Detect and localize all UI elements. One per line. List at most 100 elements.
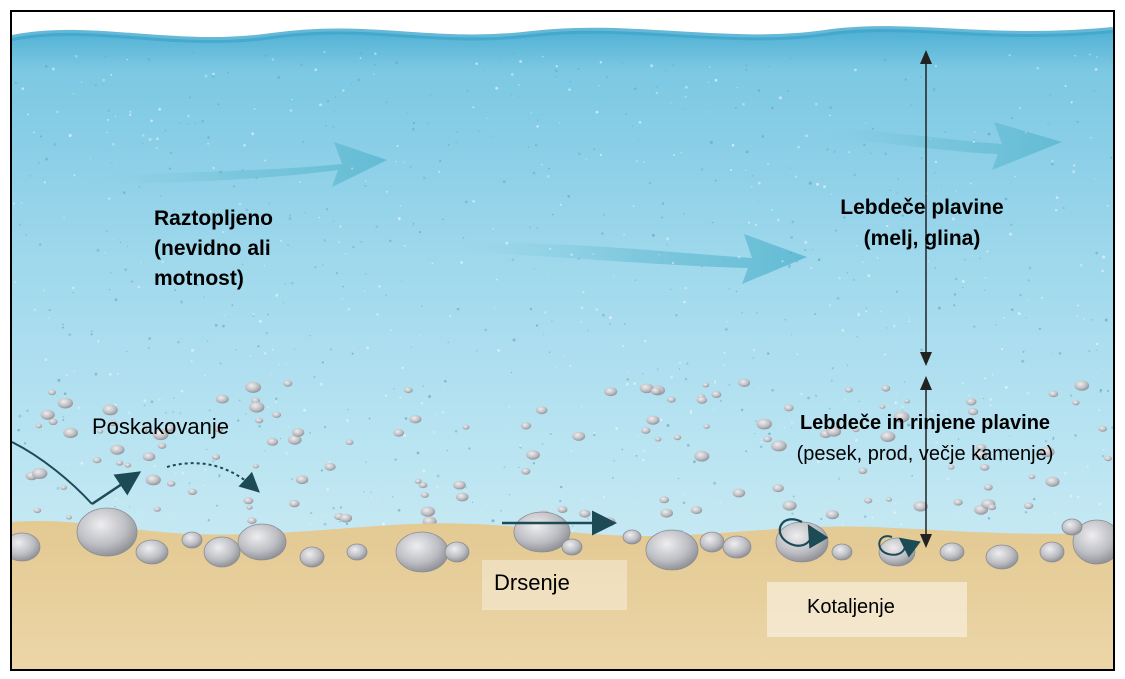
particle: [363, 491, 365, 493]
particle: [909, 318, 910, 319]
particle: [264, 352, 267, 355]
particle: [433, 432, 435, 434]
particle: [27, 114, 29, 116]
particle: [175, 473, 176, 474]
particle: [729, 288, 730, 289]
particle: [853, 174, 856, 177]
particle: [636, 455, 638, 457]
particle: [602, 518, 603, 519]
particle: [289, 214, 291, 216]
particle: [126, 351, 127, 352]
particle: [358, 79, 360, 81]
particle: [637, 435, 638, 436]
particle: [642, 373, 643, 374]
particle: [831, 380, 833, 382]
particle: [681, 152, 682, 153]
particle: [880, 311, 881, 312]
particle: [767, 66, 768, 67]
stone: [700, 532, 724, 552]
particle: [258, 425, 260, 427]
particle: [675, 314, 677, 316]
particle: [129, 111, 131, 113]
particle: [160, 195, 162, 197]
particle: [326, 208, 328, 210]
gravel: [58, 398, 73, 409]
particle: [833, 151, 835, 153]
particle: [203, 296, 205, 298]
particle: [762, 135, 765, 138]
particle: [129, 114, 131, 116]
particle: [413, 224, 415, 226]
particle: [757, 497, 759, 499]
particle: [791, 512, 793, 514]
particle: [486, 118, 487, 119]
particle: [484, 329, 487, 332]
particle: [1090, 137, 1092, 139]
particle: [1095, 252, 1098, 255]
particle: [189, 482, 191, 484]
particle: [310, 523, 311, 524]
particle: [385, 101, 387, 103]
particle: [516, 496, 517, 497]
particle: [266, 332, 268, 334]
particle: [954, 293, 957, 296]
particle: [321, 469, 323, 471]
particle: [94, 373, 97, 376]
gravel: [674, 435, 682, 440]
particle: [1019, 107, 1021, 109]
particle: [90, 158, 91, 159]
particle: [407, 112, 408, 113]
particle: [44, 181, 46, 183]
stone: [1040, 542, 1064, 562]
particle: [110, 74, 112, 76]
particle: [177, 341, 179, 343]
particle: [841, 329, 844, 332]
particle: [785, 319, 787, 321]
particle: [714, 380, 716, 382]
particle: [401, 367, 403, 369]
particle: [735, 107, 737, 109]
particle: [126, 59, 128, 61]
particle: [45, 456, 47, 458]
particle: [181, 390, 183, 392]
particle: [62, 326, 64, 328]
particle: [870, 153, 871, 154]
particle: [73, 93, 75, 95]
particle: [606, 76, 608, 78]
particle: [422, 385, 424, 387]
particle: [513, 53, 515, 55]
stone: [300, 547, 324, 567]
stone: [723, 536, 751, 558]
particle: [973, 139, 975, 141]
particle: [421, 402, 423, 404]
particle: [206, 449, 207, 450]
particle: [886, 327, 887, 328]
particle: [324, 523, 327, 526]
particle: [714, 382, 716, 384]
particle: [866, 307, 867, 308]
particle: [468, 447, 470, 449]
particle: [550, 433, 552, 435]
particle: [310, 335, 311, 336]
particle: [661, 216, 663, 218]
particle: [969, 394, 970, 395]
particle: [57, 379, 60, 382]
particle: [310, 512, 312, 514]
particle: [1084, 318, 1086, 320]
particle: [1052, 353, 1053, 354]
particle: [180, 122, 182, 124]
gravel: [579, 510, 590, 518]
particle: [529, 226, 531, 228]
particle: [1018, 312, 1021, 315]
particle: [431, 263, 433, 265]
particle: [577, 68, 579, 70]
particle: [110, 272, 112, 274]
particle: [973, 326, 975, 328]
particle: [1011, 308, 1014, 311]
particle: [569, 81, 571, 83]
particle: [988, 133, 991, 136]
particle: [403, 434, 406, 437]
particle: [430, 94, 432, 96]
particle: [633, 382, 636, 385]
particle: [252, 313, 254, 315]
